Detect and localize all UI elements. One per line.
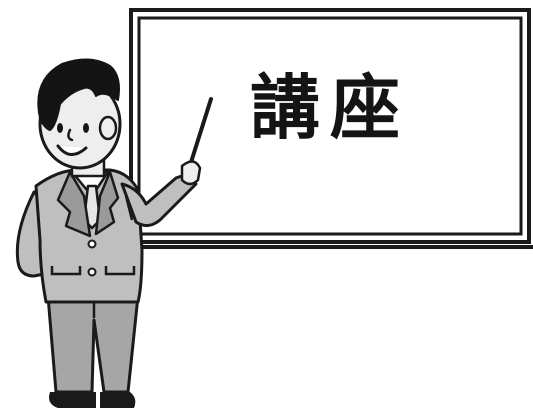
board-title: 講座	[250, 67, 410, 149]
man-with-pointer-icon	[15, 58, 202, 408]
whiteboard-icon	[129, 8, 533, 249]
